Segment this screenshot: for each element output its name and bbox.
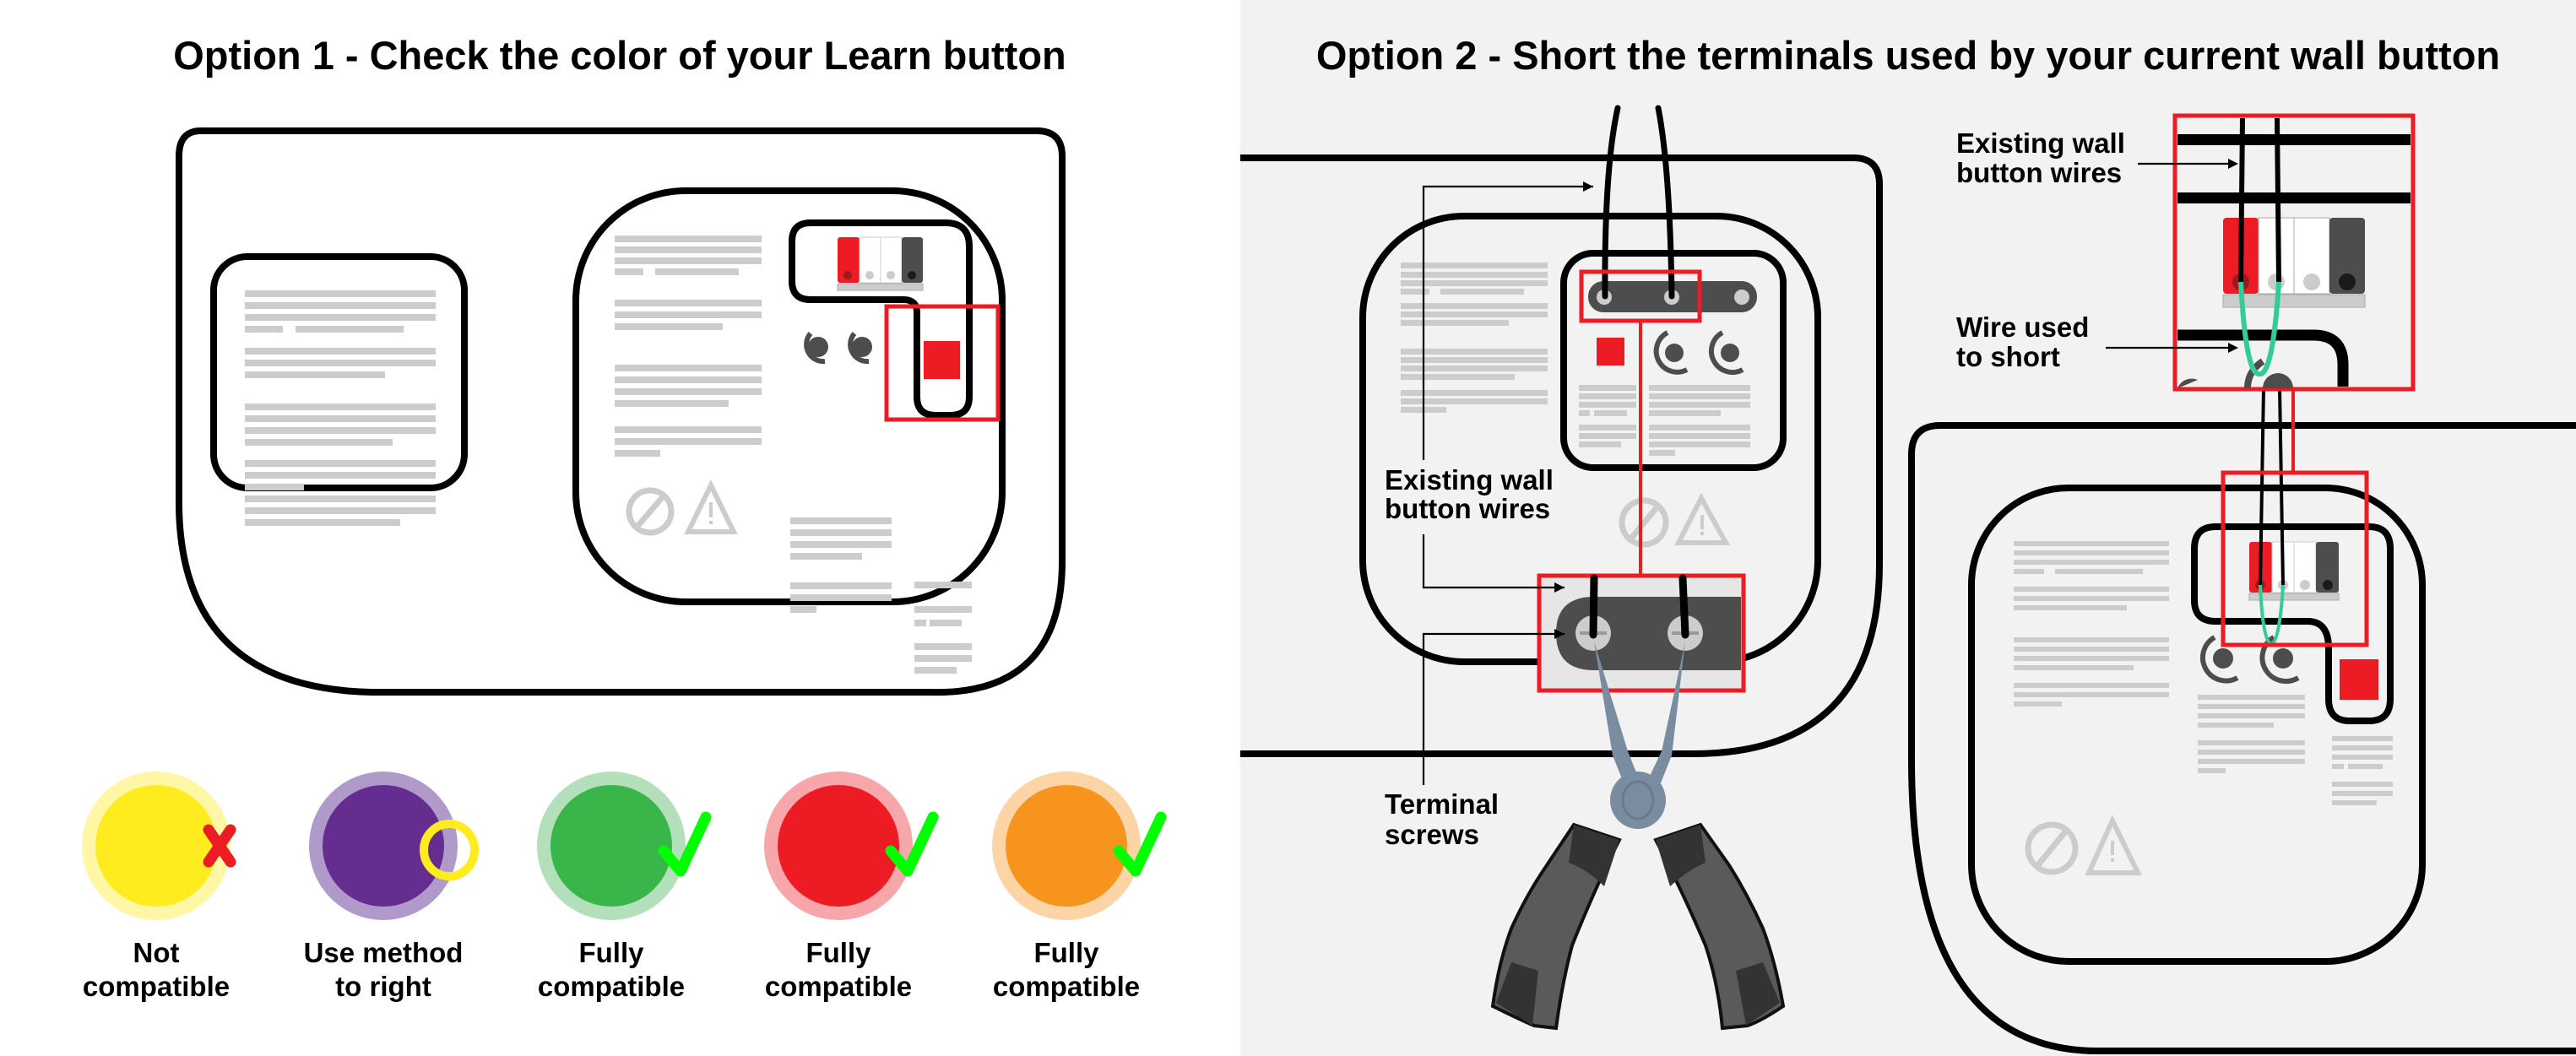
legend-label-line2: compatible xyxy=(83,971,230,1002)
control-panel-text xyxy=(615,236,972,674)
x-mark-icon xyxy=(203,824,236,868)
legend-label-line1: Fully xyxy=(1033,937,1099,968)
callout-terminal-screws-line2: screws xyxy=(1385,819,1479,850)
legend-label-line1: Use method xyxy=(304,937,464,968)
legend-item-green: Fully compatible xyxy=(537,772,712,1002)
legend-item-yellow: Not compatible xyxy=(82,772,236,1002)
opener-with-shorting-wire: Existing wall button wires Wire used to … xyxy=(1908,113,2576,1054)
wall-button-wire xyxy=(1602,105,1621,300)
warning-icons xyxy=(2025,814,2142,875)
terminal-housing xyxy=(789,219,973,419)
option1-title: Option 1 - Check the color of your Learn… xyxy=(173,33,1066,78)
wall-button-wire xyxy=(1655,105,1675,300)
callout-existing-wires-line1: Existing wall xyxy=(1956,127,2125,159)
learn-button xyxy=(924,341,960,379)
garage-opener-illustration xyxy=(176,127,1066,696)
pliers-icon xyxy=(1490,642,1786,1031)
legend-item-orange: Fully compatible xyxy=(992,772,1167,1002)
legend-item-red: Fully compatible xyxy=(764,772,939,1002)
control-panel xyxy=(572,187,1006,605)
legend-label-line2: compatible xyxy=(993,971,1140,1002)
legend-label-line1: Not xyxy=(133,937,180,968)
legend-item-purple: Use method to right xyxy=(304,772,479,1002)
option2-title: Option 2 - Short the terminals used by y… xyxy=(1316,33,2500,78)
adjustment-dials xyxy=(804,332,872,365)
callout-existing-wires-line1: Existing wall xyxy=(1385,464,1554,496)
callout-leaders-right xyxy=(2106,159,2238,353)
label-text xyxy=(2014,541,2393,805)
terminal-zoom-inset xyxy=(2172,113,2416,392)
callout-short-wire-line2: to short xyxy=(1956,341,2060,372)
legend-label-line2: compatible xyxy=(765,971,912,1002)
callout-short-wire-line1: Wire used xyxy=(1956,311,2089,343)
checkmark-icon xyxy=(658,811,712,877)
callout-leaders-left xyxy=(1422,181,1593,785)
legend-label-line2: compatible xyxy=(538,971,685,1002)
legend-label-line1: Fully xyxy=(578,937,644,968)
callout-existing-wires-line2: button wires xyxy=(1956,157,2122,188)
info-label-text xyxy=(245,290,436,526)
opener-with-pliers: Existing wall button wires Terminal scre… xyxy=(1240,105,1883,1031)
warning-icons xyxy=(1619,492,1731,548)
legend-label-line2: to right xyxy=(335,971,431,1002)
learn-button xyxy=(1597,338,1624,366)
terminal-strip xyxy=(837,236,924,291)
ring-icon xyxy=(420,820,479,880)
legend-label-line1: Fully xyxy=(805,937,871,968)
info-label-card xyxy=(210,253,468,491)
color-legend: Not compatible Use method to right Fully… xyxy=(82,772,1167,1002)
learn-button xyxy=(2340,659,2378,700)
label-text xyxy=(1401,263,1750,456)
checkmark-icon xyxy=(1113,811,1167,877)
callout-terminal-screws-line1: Terminal xyxy=(1385,788,1499,820)
learn-button-highlight xyxy=(884,304,1001,422)
warning-icons xyxy=(626,479,738,536)
callout-existing-wires-line2: button wires xyxy=(1385,493,1550,524)
checkmark-icon xyxy=(885,811,939,877)
